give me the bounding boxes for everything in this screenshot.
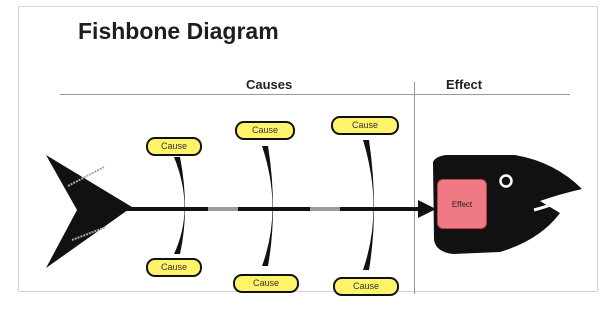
fish-mouth [533,194,575,212]
causes-effect-separator [414,82,415,294]
fish-tail [46,155,132,268]
header-divider-line [60,94,570,95]
spine-arrowhead [418,200,436,218]
effect-header: Effect [446,77,483,92]
cause-box-bottom-3[interactable]: Cause [333,277,399,296]
tail-streak-bottom [71,226,107,241]
cause-box-bottom-2[interactable]: Cause [233,274,299,293]
spine-segment-2 [310,207,340,211]
cause-box-top-2[interactable]: Cause [235,121,295,140]
effect-box[interactable]: Effect [437,179,487,229]
rib-2 [262,146,273,266]
rib-1 [174,157,185,254]
cause-box-bottom-1[interactable]: Cause [146,258,202,277]
diagram-title: Fishbone Diagram [78,18,279,44]
cause-box-top-3[interactable]: Cause [331,116,399,135]
rib-3 [363,140,374,270]
causes-header: Causes [246,77,293,92]
cause-box-top-1[interactable]: Cause [146,137,202,156]
spine-segment-1 [208,207,238,211]
fish-eye [499,174,513,188]
tail-streak-top [67,166,105,187]
